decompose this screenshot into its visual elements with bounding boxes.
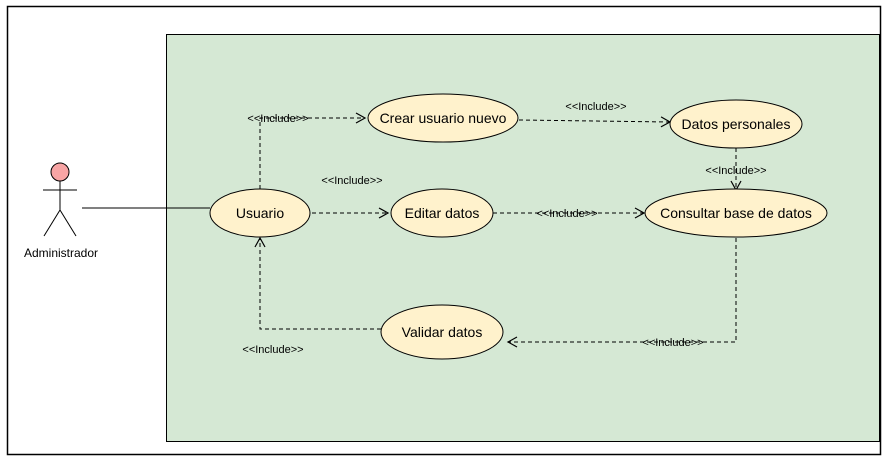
include-consultar-validar	[506, 238, 737, 348]
use-case-editar-label: Editar datos	[405, 205, 480, 221]
use-case-crear-label: Crear usuario nuevo	[380, 110, 507, 126]
use-case-usuario[interactable]: Usuario	[209, 188, 311, 238]
use-case-datos-personales[interactable]: Datos personales	[669, 99, 803, 149]
use-case-validar-label: Validar datos	[402, 324, 483, 340]
include-label-editar-consultar: <<Include>>	[536, 208, 597, 220]
use-case-crear-usuario-nuevo[interactable]: Crear usuario nuevo	[367, 93, 519, 143]
use-case-usuario-label: Usuario	[236, 205, 284, 221]
use-case-editar-datos[interactable]: Editar datos	[390, 188, 494, 238]
include-label-validar-usuario: <<Include>>	[242, 344, 303, 356]
include-label-usuario-editar: <<Include>>	[321, 175, 382, 187]
actor-label: Administrador	[24, 246, 98, 260]
actor-right-leg	[59, 209, 77, 237]
actor-administrador[interactable]: Administrador	[24, 162, 98, 260]
include-validar-usuario	[254, 236, 381, 330]
include-label-datos-consultar: <<Include>>	[705, 165, 766, 177]
include-label-usuario-crear: <<Include>>	[247, 113, 308, 125]
actor-left-leg	[43, 209, 61, 237]
use-case-consultar-label: Consultar base de datos	[660, 205, 812, 221]
system-boundary	[166, 34, 880, 442]
actor-head	[50, 162, 70, 182]
include-usuario-crear	[259, 112, 367, 189]
include-label-consultar-validar: <<Include>>	[642, 337, 703, 349]
use-case-validar-datos[interactable]: Validar datos	[380, 304, 504, 360]
use-case-datos-personales-label: Datos personales	[682, 116, 791, 132]
include-label-crear-datos: <<Include>>	[565, 101, 626, 113]
use-case-consultar-base-de-datos[interactable]: Consultar base de datos	[644, 188, 828, 238]
